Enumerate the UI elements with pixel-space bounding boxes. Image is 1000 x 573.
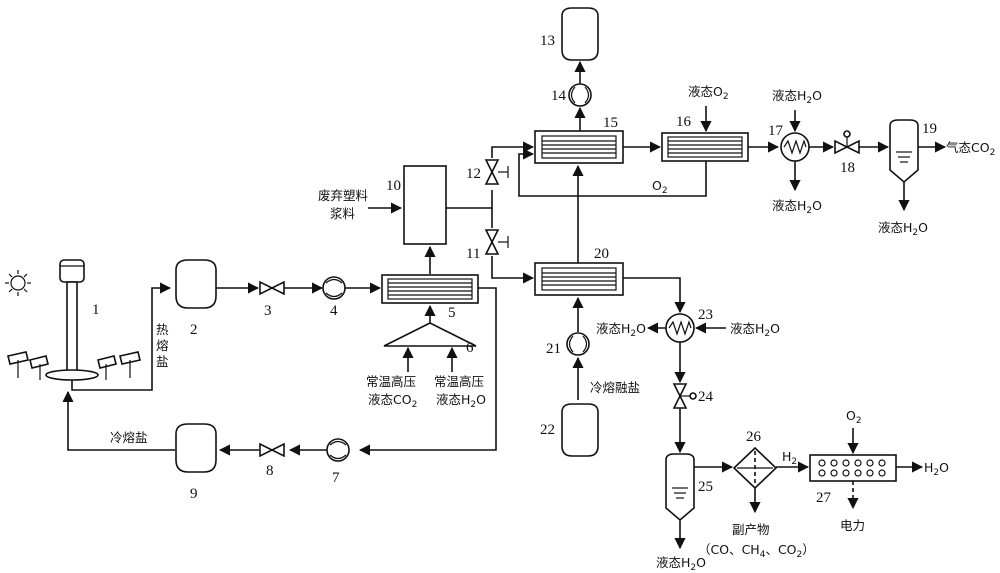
gas-co2-label: 气态CO2 — [946, 140, 995, 158]
label-18: 18 — [840, 160, 855, 176]
o2-recycle-line — [518, 148, 707, 197]
heat-exchanger-5 — [381, 274, 479, 304]
label-22: 22 — [540, 422, 555, 438]
label-11: 11 — [466, 246, 480, 262]
cold-melt-salt-label: 冷熔融盐 — [590, 380, 640, 395]
label-17: 17 — [768, 123, 784, 139]
pump-21 — [566, 332, 590, 356]
valve-12 — [484, 159, 509, 185]
h2o-fuel-cell-label: H2O — [924, 460, 949, 478]
label-25: 25 — [698, 479, 713, 495]
heat-exchanger-16 — [661, 132, 749, 162]
heliostat-left — [7, 351, 49, 380]
label-26: 26 — [746, 429, 762, 445]
h2o-feed-label-1: 常温高压 — [434, 374, 484, 389]
label-16: 16 — [676, 114, 692, 130]
label-23: 23 — [698, 307, 713, 323]
label-20: 20 — [594, 246, 609, 262]
reactor-10 — [403, 165, 447, 245]
label-10: 10 — [386, 178, 401, 194]
heliostat-right — [97, 351, 141, 380]
liquid-h2o-19-label: 液态H2O — [878, 220, 928, 238]
tank-13 — [561, 7, 599, 61]
liquid-h2o-23-right-label: 液态H2O — [730, 321, 780, 339]
o2-fuel-cell-label: O2 — [846, 408, 862, 426]
liquid-h2o-25-label: 液态H2O — [656, 555, 706, 573]
membrane-separator-26 — [732, 446, 778, 490]
cold-salt-return-line — [62, 390, 175, 451]
co2-feed-label-1: 常温高压 — [366, 374, 416, 389]
label-1: 1 — [92, 302, 100, 318]
label-13: 13 — [540, 33, 555, 49]
fuel-cell-27 — [809, 454, 897, 482]
label-12: 12 — [466, 166, 481, 182]
sun-icon — [5, 270, 31, 296]
byproduct-label: 副产物 — [732, 522, 770, 537]
label-24: 24 — [698, 389, 714, 405]
heat-exchanger-20 — [534, 262, 624, 296]
o2-recycle-label: O2 — [652, 178, 668, 196]
h2o-feed-label-2: 液态H2O — [436, 392, 486, 410]
liquid-h2o-17-bottom-label: 液态H2O — [772, 198, 822, 216]
label-4: 4 — [330, 303, 338, 319]
pump-14 — [568, 83, 592, 107]
pump-7 — [326, 438, 350, 462]
reactor-15 — [534, 130, 624, 164]
hot-salt-tank — [175, 259, 217, 309]
valve-3 — [259, 280, 285, 296]
label-14: 14 — [551, 88, 567, 104]
label-9: 9 — [190, 486, 198, 502]
liquid-h2o-23-left-label: 液态H2O — [596, 321, 646, 339]
tank-22 — [561, 403, 599, 457]
liquid-o2-label: 液态O2 — [688, 84, 729, 102]
label-27: 27 — [816, 490, 832, 506]
separator-25 — [665, 453, 695, 522]
label-8: 8 — [266, 463, 274, 479]
label-7: 7 — [332, 470, 340, 486]
solar-tower — [45, 259, 99, 381]
mixer-6 — [383, 304, 477, 372]
label-19: 19 — [922, 121, 937, 137]
label-15: 15 — [603, 115, 618, 131]
cold-salt-tank — [175, 423, 217, 473]
valve-18 — [834, 130, 860, 155]
pump-4 — [322, 276, 346, 300]
label-6: 6 — [466, 340, 474, 356]
label-21: 21 — [546, 341, 561, 357]
cooler-23 — [665, 313, 695, 343]
liquid-h2o-17-top-label: 液态H2O — [772, 88, 822, 106]
h2-label: H2 — [782, 449, 797, 467]
cold-salt-line-a — [358, 287, 497, 456]
waste-plastic-label-1: 废弃塑料 — [318, 188, 369, 203]
separator-19 — [889, 119, 919, 184]
label-2: 2 — [190, 322, 198, 338]
valve-24 — [672, 383, 697, 409]
co2-feed-label-2: 液态CO2 — [368, 392, 417, 410]
cooler-17 — [780, 132, 810, 162]
label-3: 3 — [264, 303, 272, 319]
hot-salt-line — [71, 282, 172, 391]
label-5: 5 — [448, 305, 456, 321]
waste-plastic-label-2: 浆料 — [330, 206, 356, 221]
byproduct-list-label: （CO、CH4、CO2） — [698, 542, 815, 560]
cold-salt-label: 冷熔盐 — [110, 430, 148, 445]
valve-11 — [484, 229, 509, 255]
power-label: 电力 — [840, 518, 865, 533]
hot-salt-label: 热熔盐 — [156, 322, 169, 369]
valve-8 — [259, 442, 285, 458]
